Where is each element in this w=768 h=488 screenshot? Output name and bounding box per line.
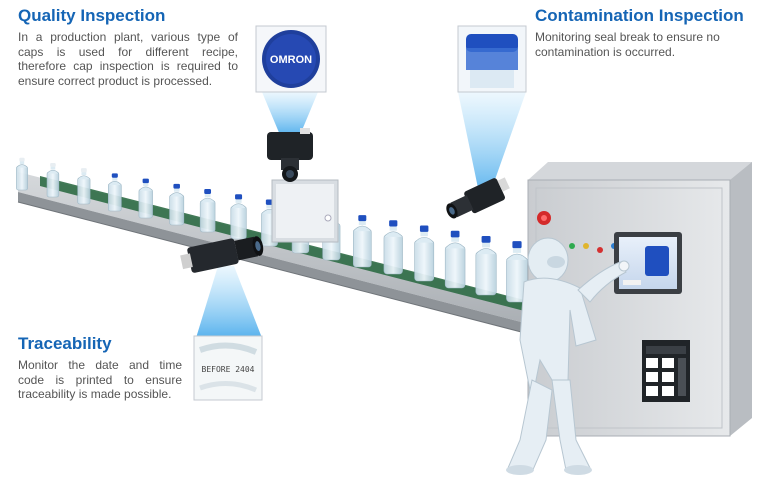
bottle-icon	[475, 235, 497, 296]
camera-icon	[446, 177, 510, 219]
bottle-cap	[481, 235, 491, 243]
quality-camera-beam	[262, 92, 318, 135]
bottle-icon	[444, 230, 466, 289]
seal-inspection-thumbnail	[457, 25, 527, 93]
traceability-title: Traceability	[18, 334, 112, 353]
inspection-backlight-panel	[271, 179, 339, 243]
hmi-screen	[614, 232, 682, 294]
traceability-camera-beam	[196, 266, 262, 338]
bottle-icon	[230, 194, 247, 240]
contamination-camera-beam	[458, 92, 526, 188]
bottle-cap	[111, 173, 118, 178]
bottle-cap	[235, 194, 243, 200]
bottle-icon	[169, 183, 185, 226]
bottle-icon	[46, 162, 60, 198]
bottle-icon	[506, 241, 528, 303]
bottle-icon	[414, 225, 435, 282]
bottle-row	[16, 157, 528, 303]
bottle-cap	[80, 168, 87, 173]
cap-inspection-thumbnail: OMRON	[255, 25, 327, 93]
bottle-cap	[204, 189, 212, 194]
bottle-cap	[419, 225, 429, 232]
bottle-cap	[173, 183, 180, 189]
bottle-icon	[108, 173, 122, 212]
camera-icon	[267, 128, 313, 182]
plc-module	[642, 340, 690, 402]
bottle-icon	[383, 220, 403, 275]
bottle-cap	[19, 157, 25, 162]
operator-figure	[506, 237, 630, 475]
quality-inspection-title: Quality Inspection	[18, 6, 166, 25]
conveyor-belt	[17, 172, 561, 343]
date-code-text: BEFORE 2404	[202, 365, 255, 374]
bottle-cap	[50, 162, 56, 167]
cap-logo-text: OMRON	[270, 54, 312, 66]
bottle-icon	[77, 168, 91, 205]
bottle-cap	[389, 220, 398, 227]
bottle-cap	[450, 230, 460, 238]
bottle-icon	[138, 178, 153, 219]
bottle-icon	[16, 157, 28, 191]
quality-inspection-text: In a production plant, various type of c…	[18, 30, 238, 88]
bottle-icon	[199, 189, 216, 233]
bottle-cap	[265, 199, 274, 205]
camera-icon	[180, 236, 264, 273]
contamination-inspection-title: Contamination Inspection	[535, 6, 744, 25]
bottle-icon	[353, 215, 372, 268]
traceability-text: Monitor the date and time code is printe…	[18, 358, 182, 401]
bottle-cap	[142, 178, 149, 184]
bottle-cap	[512, 241, 522, 249]
contamination-inspection-text: Monitoring seal break to ensure no conta…	[535, 30, 720, 59]
date-code-thumbnail: BEFORE 2404	[193, 335, 263, 401]
bottle-cap	[358, 215, 367, 222]
